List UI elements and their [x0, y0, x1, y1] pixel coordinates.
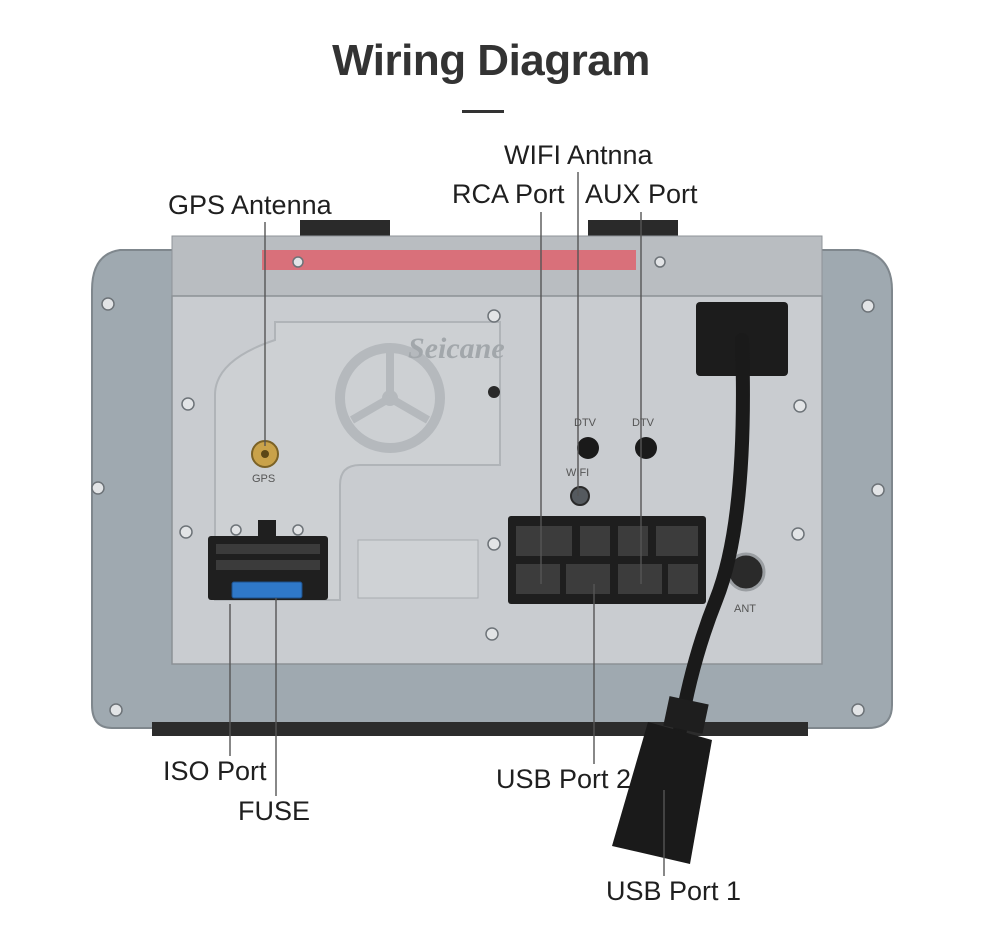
label-rca-port: RCA Port: [452, 179, 565, 209]
screw: [654, 256, 666, 268]
screw: [861, 299, 875, 313]
warning-sticker: [262, 250, 636, 270]
port: [516, 564, 560, 594]
usb-cable: [673, 333, 750, 737]
iso-pin-row: [216, 560, 320, 570]
diagram-title: Wiring Diagram: [332, 36, 650, 85]
label-usb-port-2: USB Port 2: [496, 764, 632, 794]
screw: [91, 481, 105, 495]
connector-ports: [516, 526, 698, 594]
gps-mark: GPS: [252, 473, 276, 485]
wifi-antenna-socket: [570, 486, 590, 506]
usb-plug-1: [612, 722, 712, 864]
screw: [230, 524, 242, 536]
screw: [109, 703, 123, 717]
screw: [793, 399, 807, 413]
port: [656, 526, 698, 556]
screw: [791, 527, 805, 541]
screw: [292, 256, 304, 268]
screw: [487, 309, 501, 323]
label-fuse: FUSE: [238, 796, 311, 826]
dtv-mark-right: DTV: [632, 417, 654, 429]
screw: [179, 525, 193, 539]
top-mount-tab-right: [588, 220, 678, 238]
label-aux-port: AUX Port: [585, 179, 698, 209]
port: [580, 526, 610, 556]
label-usb-port-1: USB Port 1: [606, 876, 742, 906]
label-wifi-antenna: WIFI Antnna: [504, 140, 653, 170]
fuse: [231, 581, 303, 599]
screw: [851, 703, 865, 717]
screw: [101, 297, 115, 311]
top-mount-tab-left: [300, 220, 390, 238]
screw: [487, 537, 501, 551]
port: [618, 564, 662, 594]
logo-wheel-spoke: [387, 394, 431, 424]
logo-wheel-spoke: [349, 394, 393, 424]
title-underline: [462, 110, 504, 113]
logo-wheel: [335, 343, 445, 453]
usb-plug-strain-relief: [663, 696, 709, 734]
iso-pin-row: [216, 544, 320, 554]
iso-connector-latch: [258, 520, 276, 538]
bottom-lip: [152, 722, 808, 736]
label-iso-port: ISO Port: [163, 756, 267, 786]
port: [618, 526, 648, 556]
gps-antenna-pin: [261, 450, 269, 458]
screw: [871, 483, 885, 497]
blank-cover-plate: [357, 539, 479, 599]
port: [566, 564, 610, 594]
screw: [181, 397, 195, 411]
screw: [485, 627, 499, 641]
ant-mark: ANT: [734, 603, 756, 615]
dtv-socket-left: [577, 437, 599, 459]
port: [516, 526, 572, 556]
label-gps-antenna: GPS Antenna: [168, 190, 332, 220]
brand-logo: Seicane: [408, 332, 505, 365]
vent-hole: [488, 386, 500, 398]
dtv-mark-left: DTV: [574, 417, 596, 429]
port: [668, 564, 698, 594]
screw: [292, 524, 304, 536]
